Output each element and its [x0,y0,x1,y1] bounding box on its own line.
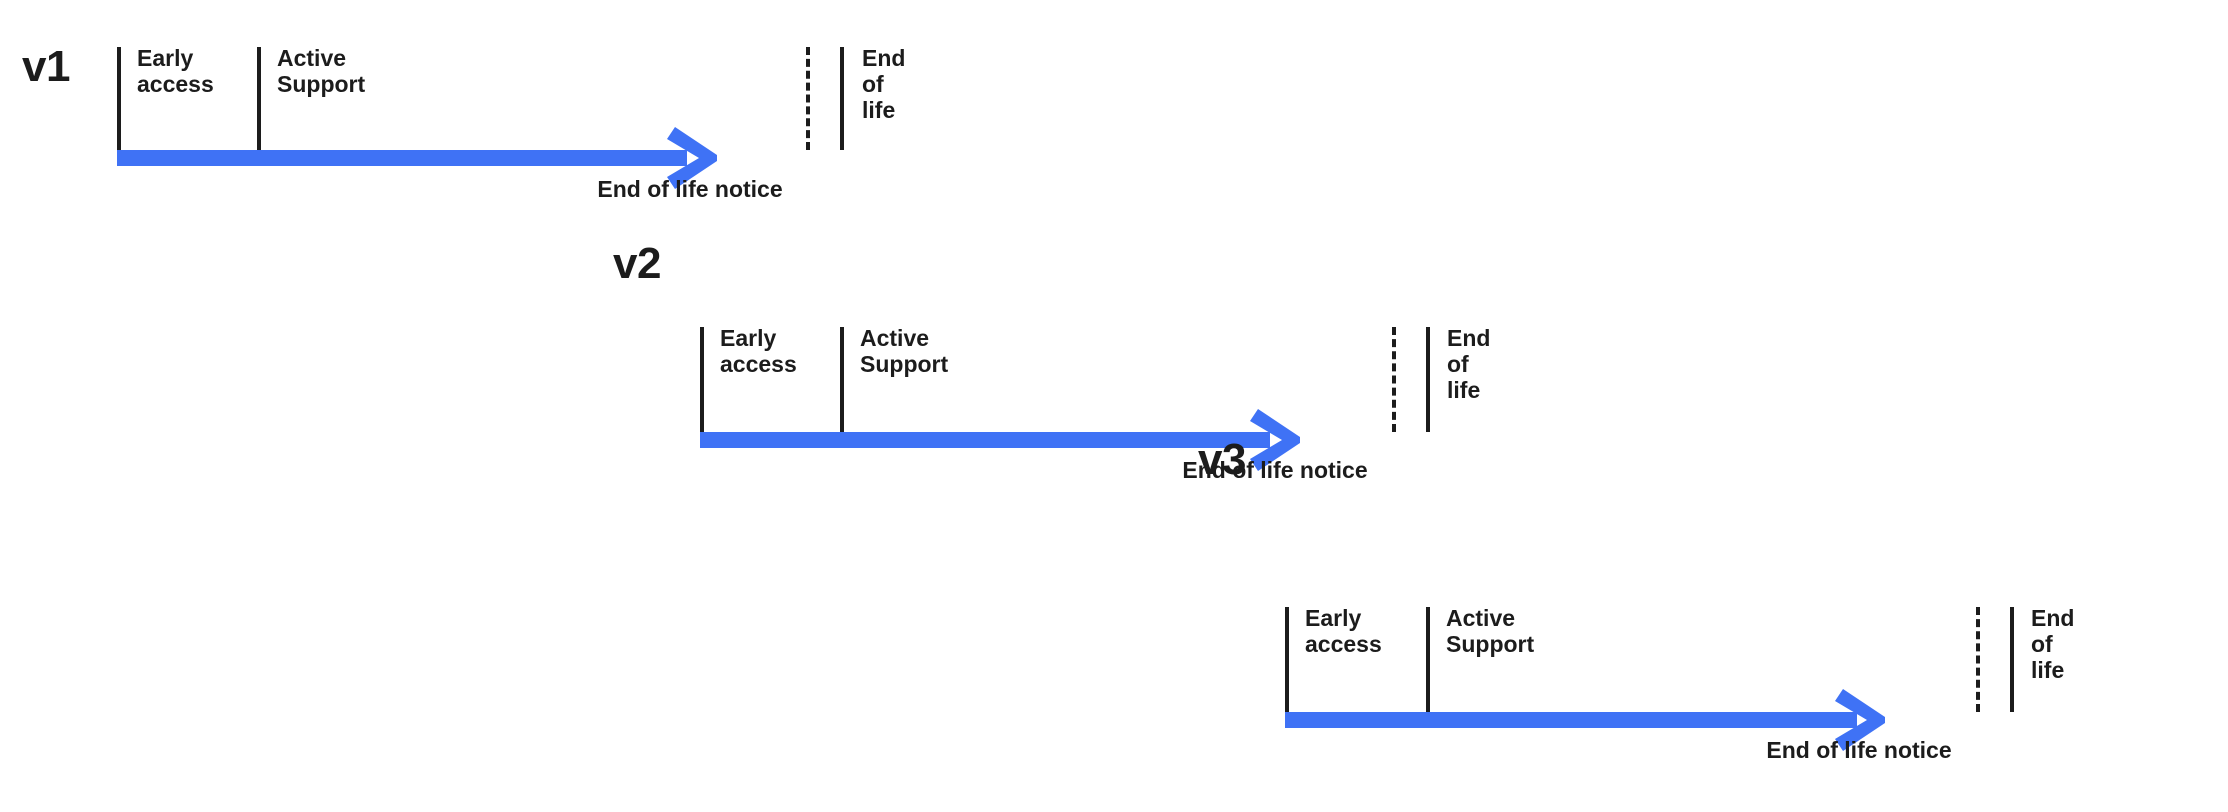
divider-dashed-v2-2 [1392,327,1396,432]
arrow-head-icon-v3 [1835,689,1887,751]
notice-label-v2: End of life notice [1182,457,1368,483]
phase-label-early-access-v3: Early access [1305,605,1382,657]
divider-solid-v2-3 [1426,327,1430,432]
timeline-track-v2 [700,432,1270,448]
divider-solid-v1-3 [840,47,844,150]
notice-label-v1: End of life notice [597,176,783,202]
divider-solid-v3-3 [2010,607,2014,712]
phase-label-early-access-v1: Early access [137,45,214,97]
phase-label-active-support-v3: Active Support [1446,605,1535,657]
phase-label-end-of-life-v1: End of life [862,45,906,123]
phase-label-early-access-v2: Early access [720,325,797,377]
divider-solid-v3-1 [1426,607,1430,712]
divider-solid-v1-1 [257,47,261,150]
timeline-track-v1 [117,150,687,166]
version-label-v1: v1 [22,42,70,91]
phase-label-active-support-v1: Active Support [277,45,366,97]
divider-dashed-v1-2 [806,47,810,150]
divider-solid-v3-0 [1285,607,1289,712]
notice-label-v3: End of life notice [1766,737,1952,763]
arrow-head-icon-v1 [667,127,719,189]
phase-label-end-of-life-v2: End of life [1447,325,1491,403]
divider-dashed-v3-2 [1976,607,1980,712]
phase-label-end-of-life-v3: End of life [2031,605,2075,683]
divider-solid-v2-1 [840,327,844,432]
version-label-v3: v3 [1198,435,1246,484]
phase-label-active-support-v2: Active Support [860,325,949,377]
divider-solid-v1-0 [117,47,121,150]
timeline-track-v3 [1285,712,1857,728]
arrow-head-icon-v2 [1250,409,1302,471]
divider-solid-v2-0 [700,327,704,432]
version-label-v2: v2 [613,239,661,288]
